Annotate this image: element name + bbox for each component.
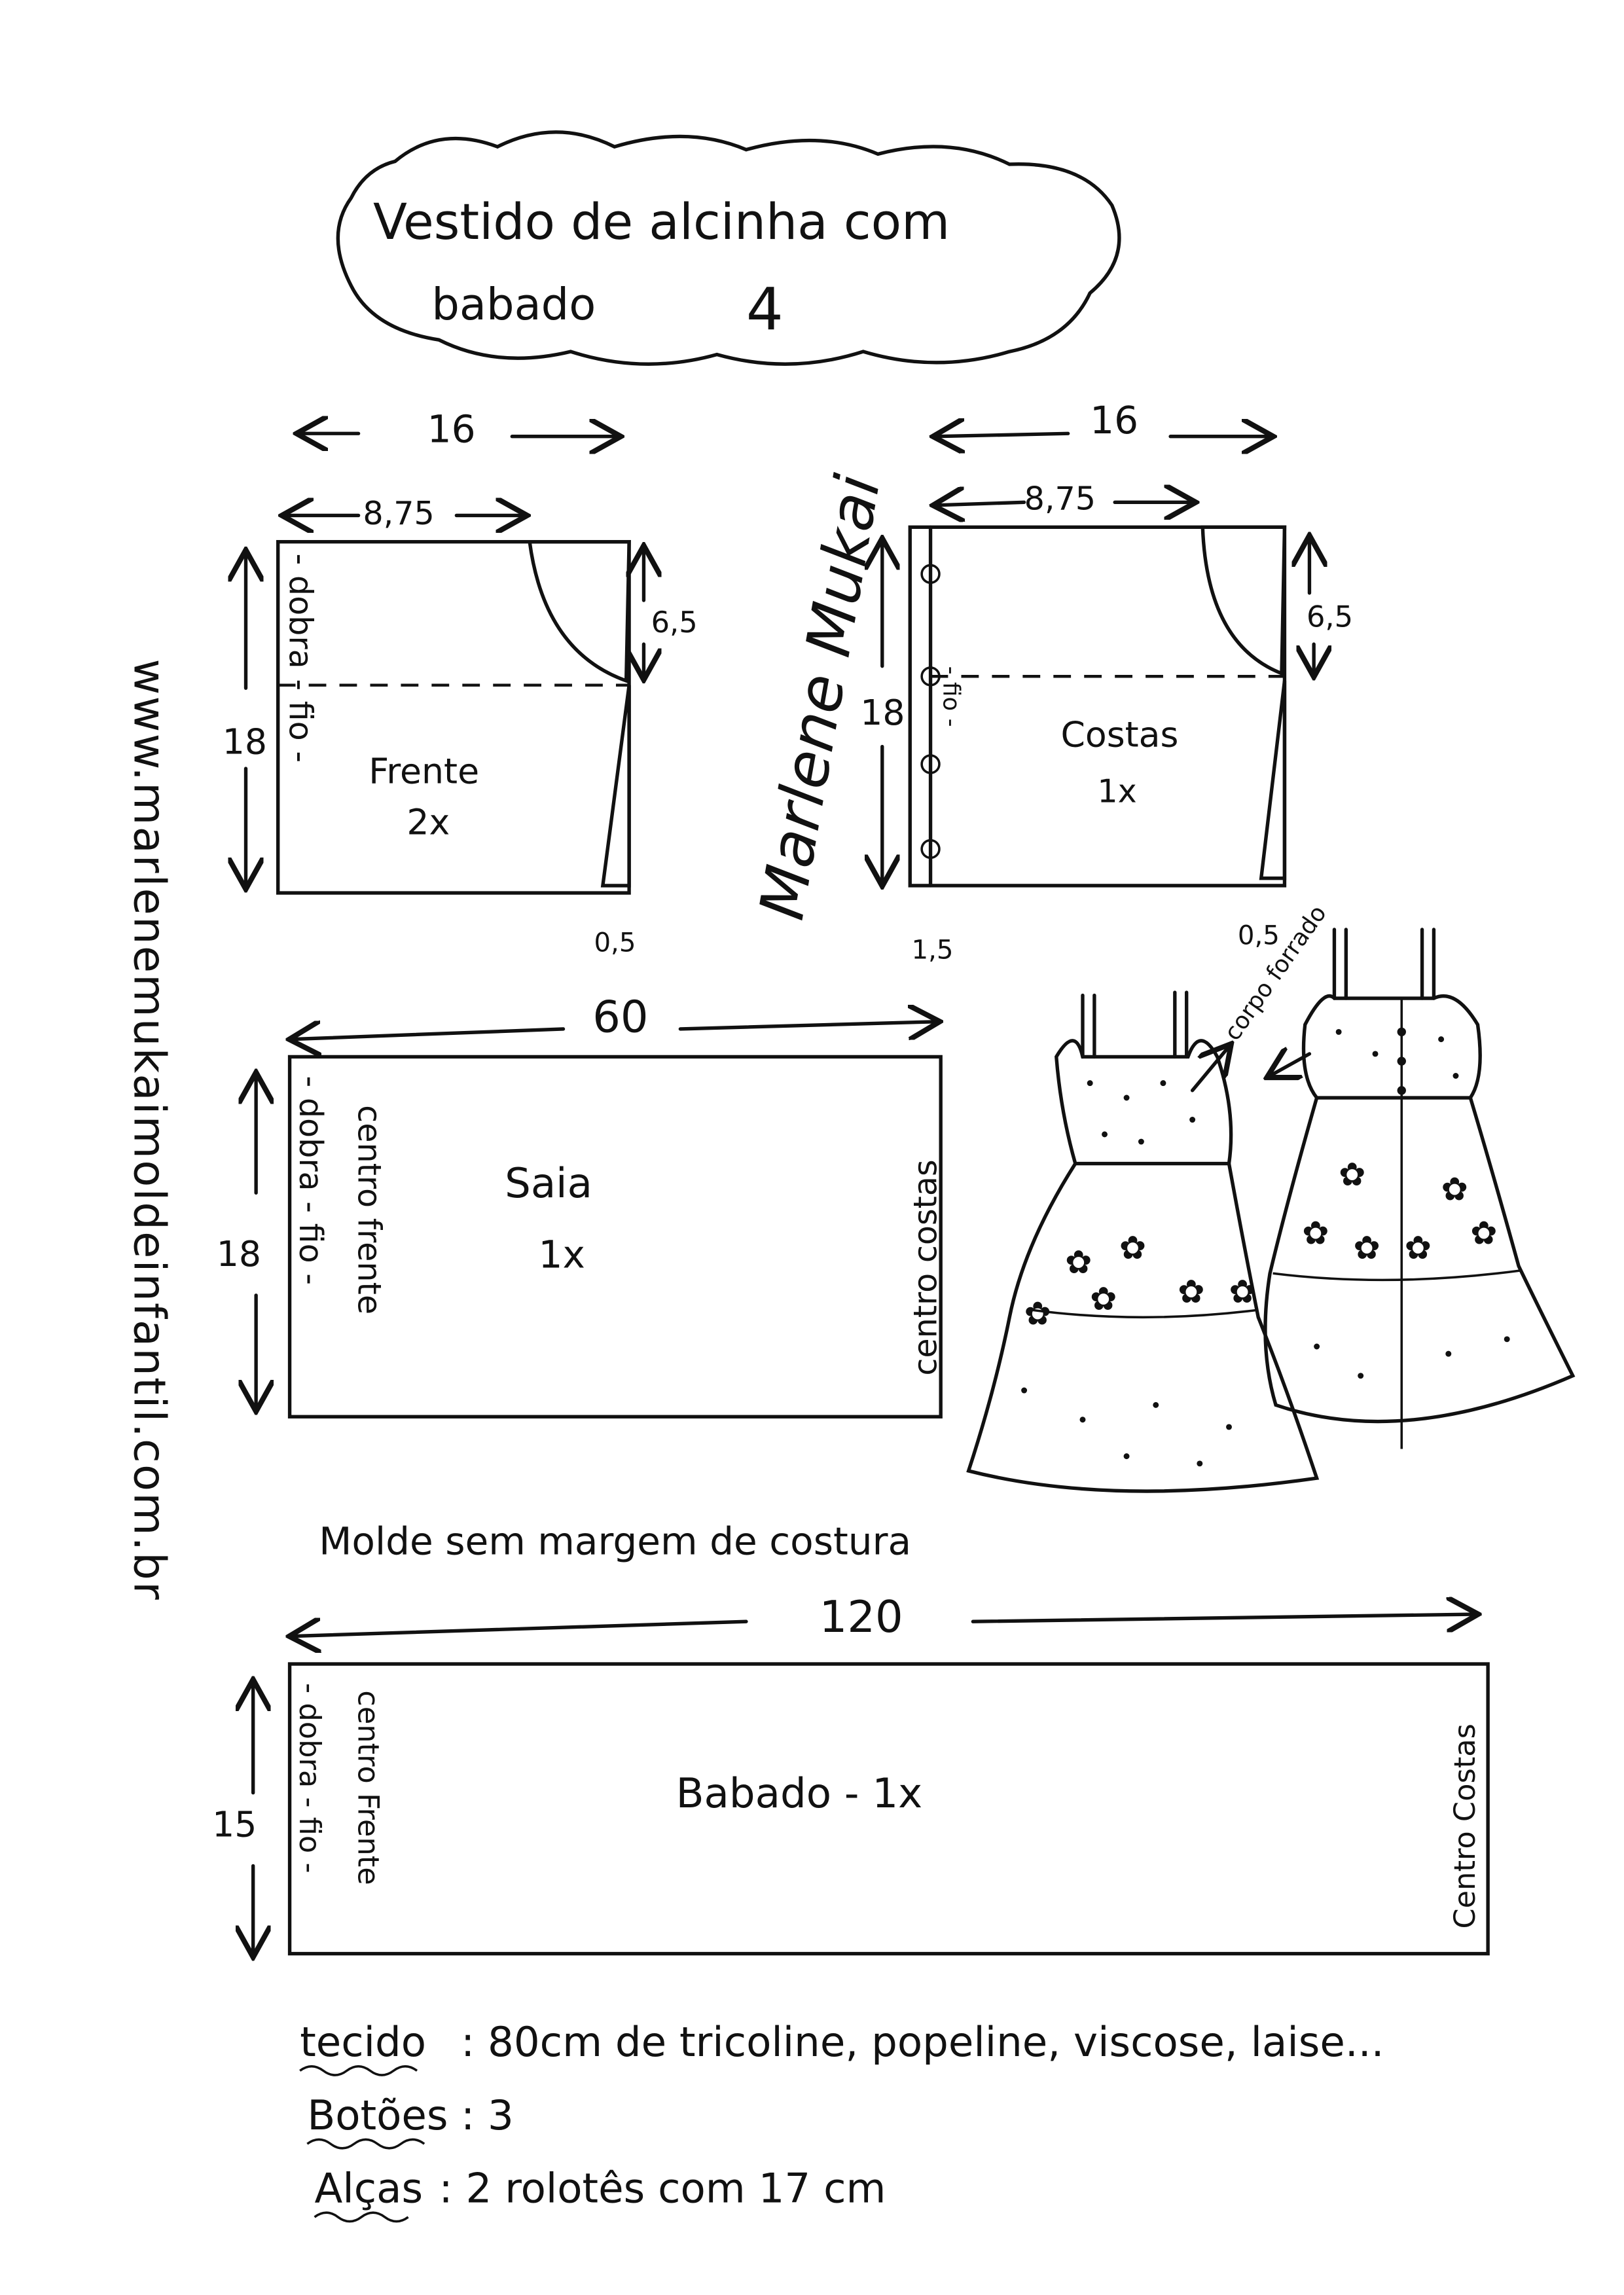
costas-label: Costas (1060, 714, 1178, 755)
frente-count: 2x (406, 802, 450, 843)
babado-center-back: Centro Costas (1448, 1724, 1482, 1929)
seam-allowance-note: Molde sem margem de costura (319, 1519, 911, 1563)
costas-width: 16 (1090, 398, 1138, 443)
title-line1: Vestido de alcinha com (373, 192, 950, 251)
costas-grain: - fio - (938, 666, 965, 727)
babado-width: 120 (820, 1591, 903, 1642)
saia-label: Saia (505, 1159, 592, 1207)
svg-text:✿: ✿ (1229, 1273, 1256, 1310)
svg-text:✿: ✿ (1405, 1229, 1432, 1267)
costas-height: 18 (860, 692, 905, 733)
material-key: tecido (300, 2018, 426, 2066)
costas-placket: 1,5 (911, 935, 953, 966)
saia-count: 1x (539, 1232, 585, 1276)
costas-half-width: 8,75 (1024, 479, 1096, 517)
babado-height: 15 (212, 1804, 257, 1845)
svg-text:✿: ✿ (1065, 1243, 1092, 1281)
title-cloud: Vestido de alcinha com babado 4 (336, 130, 1121, 366)
svg-text:✿: ✿ (1302, 1214, 1329, 1252)
flower-motifs: ✿✿✿✿ ✿✿✿✿ ✿✿✿✿ (1024, 1155, 1498, 1332)
saia-center-back: centro costas (906, 1159, 944, 1375)
frente-height: 18 (223, 721, 267, 763)
svg-text:✿: ✿ (1090, 1280, 1117, 1318)
materials-list: tecido : 80cm de tricoline, popeline, vi… (299, 2018, 1384, 2223)
svg-text:✿: ✿ (1441, 1170, 1468, 1208)
babado-label: Babado - 1x (676, 1769, 923, 1817)
costas-side: 0,5 (1238, 920, 1280, 950)
saia-center-front: centro frente (351, 1105, 389, 1314)
material-key: Alças (315, 2165, 424, 2213)
frente-label: Frente (369, 750, 479, 791)
costas-count: 1x (1097, 772, 1136, 810)
svg-text:✿: ✿ (1178, 1273, 1204, 1310)
babado-piece: 120 15 - dobra - fio - centro Frente Bab… (212, 1591, 1490, 1954)
svg-text:✿: ✿ (1119, 1229, 1146, 1267)
frente-armhole: 6,5 (651, 605, 698, 640)
frente-width: 16 (427, 407, 476, 452)
frente-piece: 16 8,75 6,5 18 - dobra - fio - Frente 2x… (223, 407, 698, 958)
material-value: : 80cm de tricoline, popeline, viscose, … (461, 2018, 1384, 2066)
material-value: : 2 rolotês com 17 cm (439, 2165, 886, 2213)
costas-armhole: 6,5 (1307, 600, 1353, 634)
babado-fold: - dobra - fio - (293, 1683, 327, 1873)
saia-piece: 60 18 - dobra - fio - centro frente Saia… (217, 991, 944, 1419)
frente-half-width: 8,75 (363, 494, 434, 532)
svg-text:✿: ✿ (1024, 1294, 1051, 1332)
title-number: 4 (746, 276, 784, 344)
frente-fold: - dobra - fio - (282, 554, 320, 763)
svg-text:✿: ✿ (1339, 1155, 1365, 1193)
website-url: www.marlenemukaimoldeinfantil.com.br (124, 659, 175, 1600)
material-key: Botões (307, 2091, 448, 2139)
costas-piece: 16 8,75 6,5 18 - fio - Costas 1x 1,5 0,5 (860, 398, 1353, 965)
saia-fold: - dobra - fio - (292, 1075, 330, 1285)
svg-text:✿: ✿ (1470, 1214, 1497, 1252)
saia-height: 18 (217, 1233, 261, 1274)
svg-text:✿: ✿ (1354, 1229, 1380, 1267)
title-line2: babado (431, 279, 596, 330)
dress-illustration: ✿✿✿✿ ✿✿✿✿ ✿✿✿✿ corpo forrado (966, 901, 1576, 1493)
material-value: : 3 (461, 2091, 514, 2139)
frente-side: 0,5 (594, 928, 636, 958)
babado-center-front: centro Frente (352, 1690, 386, 1885)
saia-width: 60 (592, 991, 648, 1042)
